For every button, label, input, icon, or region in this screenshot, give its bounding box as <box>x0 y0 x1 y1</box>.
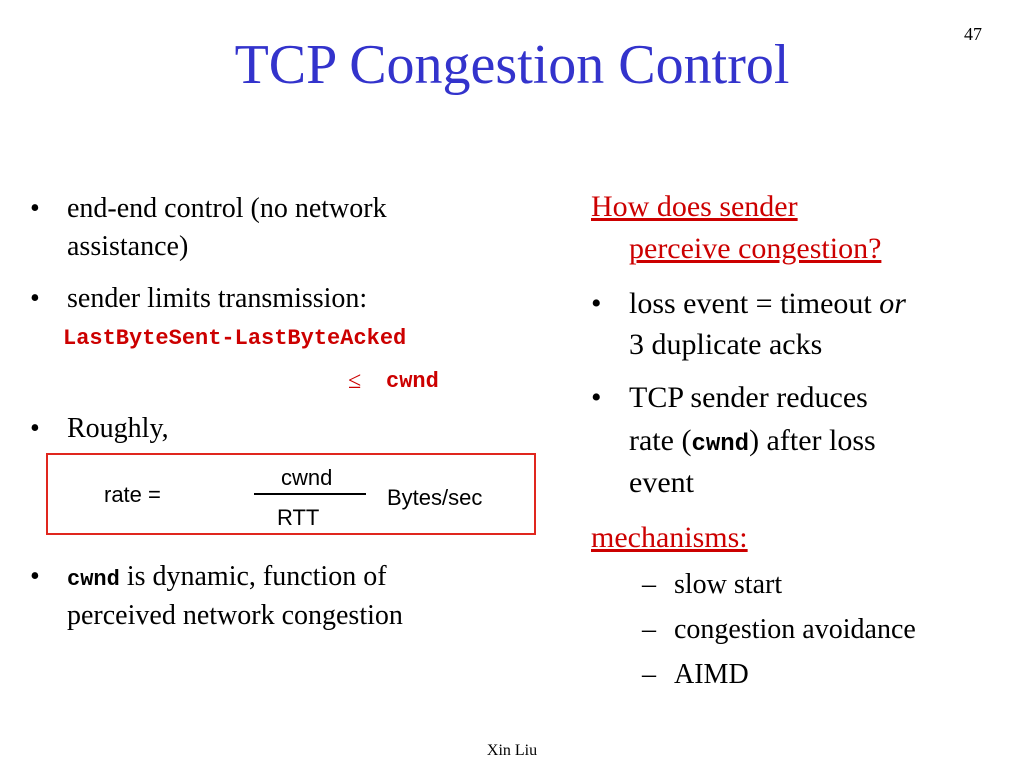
bullet-cwnd-dynamic-line2: perceived network congestion <box>67 600 403 631</box>
dash-marker: – <box>642 569 656 600</box>
fraction-numerator: cwnd <box>281 465 333 490</box>
question-line1: How does sender <box>591 190 798 223</box>
page-number: 47 <box>964 24 982 44</box>
rate-label: rate = <box>104 482 161 507</box>
fraction-denominator: RTT <box>277 505 320 530</box>
bullet-tcp-reduces-line1: TCP sender reduces <box>629 381 868 414</box>
bullet-roughly: Roughly, <box>67 413 169 444</box>
cwnd-code: cwnd <box>691 431 750 458</box>
loss-event-text: loss event = timeout <box>629 287 880 320</box>
formula-leq-symbol: ≤ <box>348 368 362 394</box>
bullet-sender-limits: sender limits transmission: <box>67 283 368 314</box>
question-line2: perceive congestion? <box>629 232 882 265</box>
bullet-loss-event-line1: loss event = timeout or <box>629 284 906 324</box>
bullet-tcp-reduces-line3: event <box>629 466 694 499</box>
slide-title: TCP Congestion Control <box>234 34 790 96</box>
formula-lastbyte: LastByteSent-LastByteAcked <box>63 326 407 351</box>
bullet-marker: • <box>591 381 602 414</box>
footer-author: Xin Liu <box>486 742 538 759</box>
after-loss-text: ) after loss <box>749 424 876 457</box>
or-text: or <box>879 287 906 320</box>
formula-cwnd: cwnd <box>386 369 439 394</box>
dash-marker: – <box>642 659 656 690</box>
bullet-marker: • <box>30 561 40 592</box>
cwnd-dynamic-text: is dynamic, function of <box>119 561 387 592</box>
bullet-marker: • <box>30 413 40 444</box>
mechanism-aimd: AIMD <box>674 659 749 690</box>
bullet-end-end-line2: assistance) <box>67 231 189 262</box>
bullet-end-end-line1: end-end control (no network <box>67 193 387 224</box>
bullet-marker: • <box>591 287 602 320</box>
mechanism-slow-start: slow start <box>674 569 783 600</box>
rate-open-text: rate ( <box>629 424 692 457</box>
bullet-loss-event-line2: 3 duplicate acks <box>629 328 823 361</box>
bullet-tcp-reduces-line2: rate (cwnd) after loss <box>629 421 876 465</box>
fraction-line <box>254 493 366 495</box>
bullet-cwnd-dynamic-line1: cwnd is dynamic, function of <box>67 558 387 598</box>
rate-units: Bytes/sec <box>387 485 483 510</box>
mechanisms-heading: mechanisms: <box>591 521 748 554</box>
rate-formula-box <box>46 453 536 535</box>
bullet-marker: • <box>30 283 40 314</box>
bullet-marker: • <box>30 193 40 224</box>
dash-marker: – <box>642 614 656 645</box>
mechanism-congestion-avoidance: congestion avoidance <box>674 614 916 645</box>
cwnd-code: cwnd <box>67 567 120 592</box>
